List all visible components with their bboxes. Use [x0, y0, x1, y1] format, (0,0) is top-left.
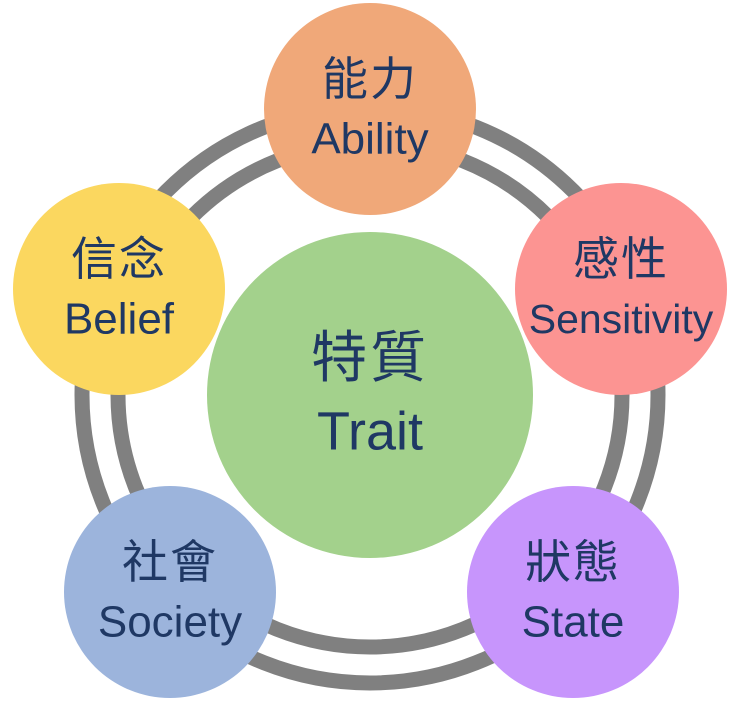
node-society-label-en: Society	[98, 598, 242, 647]
center-circle	[207, 232, 533, 558]
node-state-label-cjk: 狀態	[525, 536, 621, 588]
node-society-circle	[64, 486, 276, 698]
center-label-cjk: 特質	[311, 326, 429, 389]
node-belief[interactable]: 信念 Belief	[13, 183, 225, 395]
node-ability-circle	[264, 3, 476, 215]
node-belief-circle	[13, 183, 225, 395]
node-state[interactable]: 狀態 State	[467, 486, 679, 698]
node-ability-label-en: Ability	[311, 115, 428, 164]
center-label-en: Trait	[317, 401, 423, 461]
node-sensitivity[interactable]: 感性 Sensitivity	[515, 183, 727, 395]
node-belief-label-en: Belief	[64, 295, 175, 344]
center-node-trait[interactable]: 特質 Trait	[207, 232, 533, 558]
node-sensitivity-circle	[515, 183, 727, 395]
node-belief-label-cjk: 信念	[71, 233, 167, 285]
node-ability[interactable]: 能力 Ability	[264, 3, 476, 215]
node-sensitivity-label-cjk: 感性	[573, 233, 669, 285]
node-sensitivity-label-en: Sensitivity	[529, 296, 714, 342]
node-ability-label-cjk: 能力	[322, 53, 418, 105]
node-society-label-cjk: 社會	[122, 536, 218, 588]
node-state-label-en: State	[522, 598, 625, 647]
node-society[interactable]: 社會 Society	[64, 486, 276, 698]
node-state-circle	[467, 486, 679, 698]
